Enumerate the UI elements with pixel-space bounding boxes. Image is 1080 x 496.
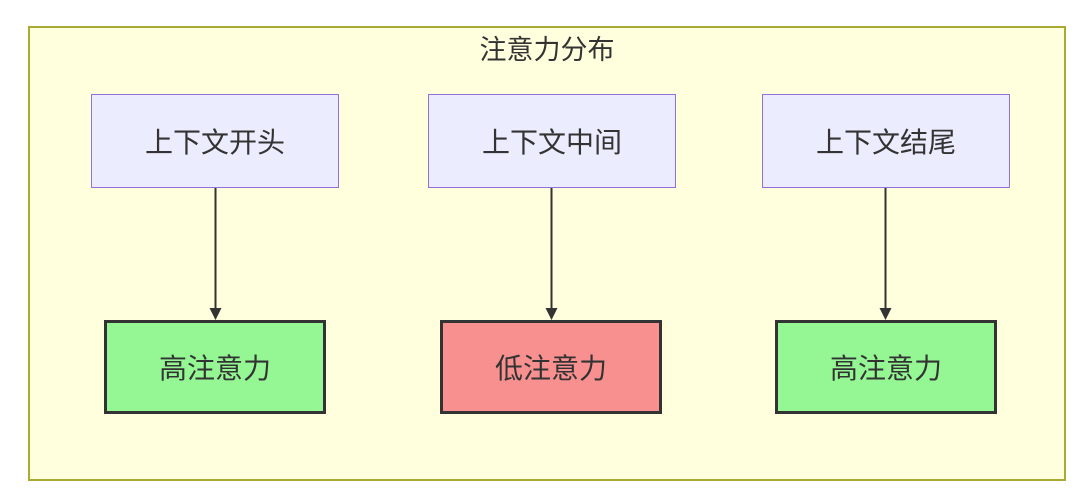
node-attention-high-2: 高注意力 xyxy=(775,320,997,414)
cluster-title: 注意力分布 xyxy=(479,35,615,65)
node-context-middle-label: 上下文中间 xyxy=(481,127,622,158)
node-attention-low: 低注意力 xyxy=(440,320,662,414)
node-context-end: 上下文结尾 xyxy=(762,94,1010,188)
node-context-middle: 上下文中间 xyxy=(428,94,676,188)
node-attention-low-label: 低注意力 xyxy=(494,353,607,384)
node-attention-high-1-label: 高注意力 xyxy=(158,353,271,384)
node-context-start-label: 上下文开头 xyxy=(144,127,285,158)
node-attention-high-2-label: 高注意力 xyxy=(829,353,942,384)
node-context-end-label: 上下文结尾 xyxy=(815,127,956,158)
attention-distribution-cluster: 注意力分布 上下文开头 上下文中间 上下文结尾 高注意力 低注意力 xyxy=(28,26,1066,481)
node-attention-high-1: 高注意力 xyxy=(104,320,326,414)
node-context-start: 上下文开头 xyxy=(91,94,339,188)
